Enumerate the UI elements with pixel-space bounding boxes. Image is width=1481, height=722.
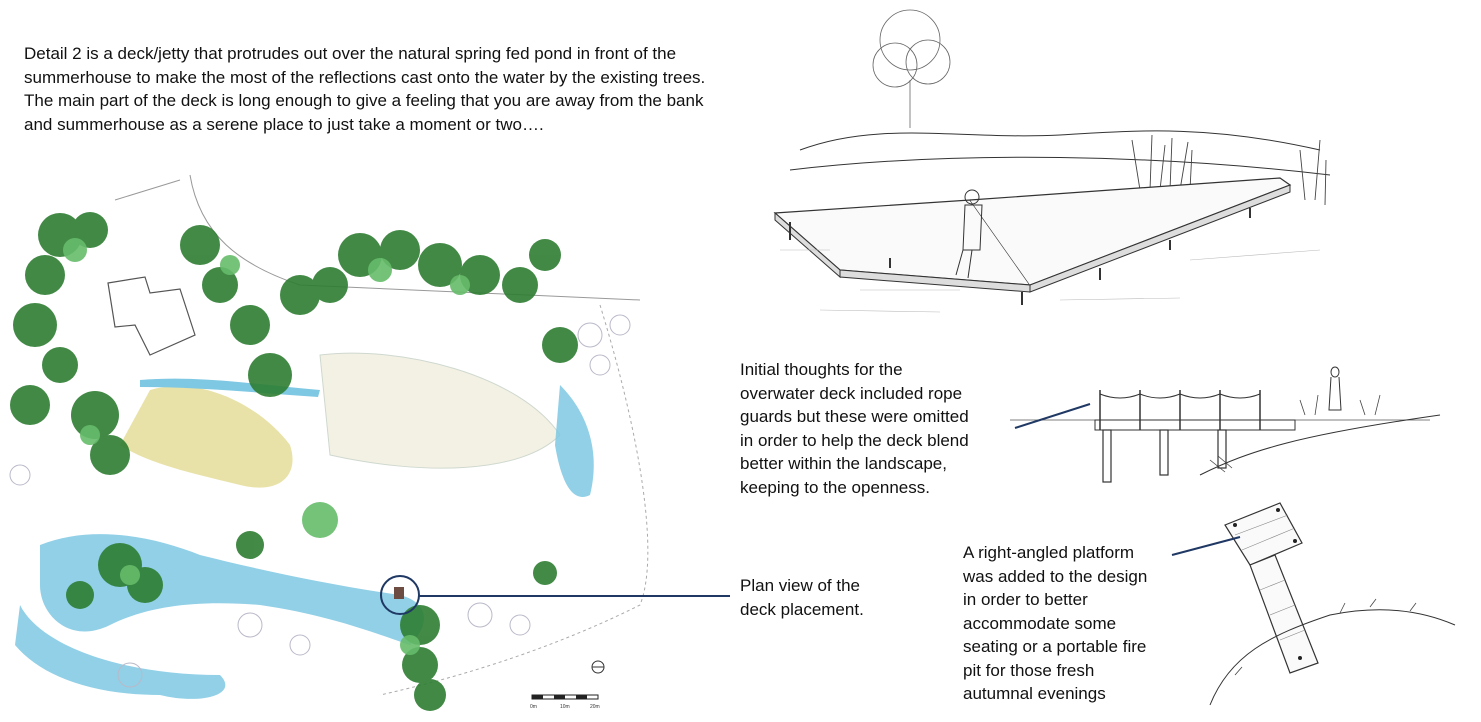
note-line: Initial thoughts for the [740,360,903,379]
scale-label-0: 0m [530,704,537,710]
note-line: in order to help the deck blend [740,430,969,450]
site-plan-illustration: 0m 10m 20m [9,174,649,711]
intro-line: and summerhouse as a serene place to jus… [24,114,544,134]
note-line: A right-angled platform [963,543,1135,562]
note-line: in order to better [963,590,1088,609]
note-line: deck placement. [740,599,864,619]
scale-bar: 0m 10m 20m [530,694,600,710]
note-line: overwater deck included rope [740,383,963,403]
deck-perspective-sketch [773,9,1331,313]
platform-note: A right-angled platform was added to the… [963,541,1183,706]
note-line: autumnal evenings [963,684,1106,703]
intro-line: Detail 2 is a deck/jetty that protrudes … [24,44,677,63]
plan-view-note: Plan view of the deck placement. [740,574,940,621]
scale-label-10: 10m [560,704,570,710]
note-line: accommodate some [963,613,1117,633]
note-line: keeping to the openness. [740,477,930,497]
note-line: Plan view of the [740,576,861,595]
note-line: guards but these were omitted [740,407,969,426]
platform-plan-sketch [1209,502,1456,706]
rope-guard-note: Initial thoughts for the overwater deck … [740,358,1000,499]
deck-elevation-sketch [1010,366,1441,483]
note-line: was added to the design [963,566,1148,586]
note-line: better within the landscape, [740,454,947,473]
note-line: pit for those fresh [963,660,1095,680]
scale-label-20: 20m [590,704,600,710]
intro-line: summerhouse to make the most of the refl… [24,67,706,87]
note-line: seating or a portable fire [963,637,1147,656]
intro-line: The main part of the deck is long enough… [24,91,704,110]
intro-paragraph: Detail 2 is a deck/jetty that protrudes … [24,42,764,136]
